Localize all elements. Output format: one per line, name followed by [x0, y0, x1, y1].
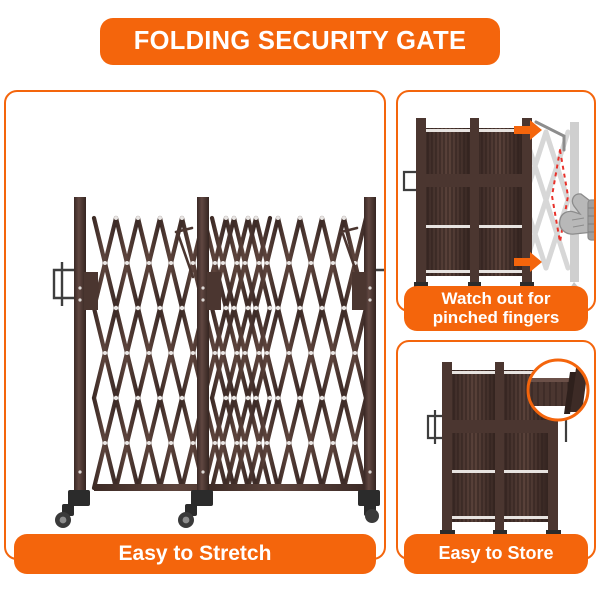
caster-wheel — [55, 490, 90, 528]
caption-easy-to-store: Easy to Store — [404, 534, 588, 574]
extended-gate-illustration — [6, 92, 384, 558]
caption-text: Easy to Stretch — [118, 541, 272, 565]
caster-wheel — [358, 490, 380, 523]
caster-wheels — [55, 490, 380, 528]
storage-panel — [396, 340, 596, 560]
slat-bundle — [450, 370, 498, 522]
detail-zoom-callout — [526, 358, 590, 422]
pinch-warning-illustration — [398, 92, 594, 310]
pinch-warning-panel — [396, 90, 596, 312]
main-gate-panel — [4, 90, 386, 560]
caption-easy-to-stretch: Easy to Stretch — [14, 534, 376, 574]
caption-line-2: pinched fingers — [432, 307, 560, 327]
caption-pinch-warning: Watch out for pinched fingers — [404, 286, 588, 331]
bottom-rail — [94, 484, 370, 491]
page-title: FOLDING SECURITY GATE — [133, 26, 467, 55]
gate-posts — [74, 197, 376, 493]
pull-rod — [534, 120, 566, 152]
gloved-hand — [559, 193, 594, 241]
latch-handle-right — [376, 268, 384, 272]
page-title-banner: FOLDING SECURITY GATE — [100, 18, 500, 65]
folded-gate — [402, 118, 534, 301]
collapsed-gate-illustration — [398, 342, 594, 558]
pinch-hazard-marker — [551, 149, 569, 243]
caption-line-1: Watch out for — [441, 289, 551, 309]
slat-bundle — [478, 128, 522, 276]
latch-handle-left — [52, 262, 74, 306]
latch-handle — [426, 410, 442, 444]
expand-arrow-top — [514, 120, 542, 140]
slat-bundle — [424, 128, 472, 276]
brace-rods — [174, 226, 360, 279]
caption-text-block: Watch out for pinched fingers — [432, 289, 560, 327]
caption-text: Easy to Store — [438, 543, 554, 564]
caster-wheel — [178, 490, 213, 528]
expand-arrow-bottom — [514, 252, 542, 272]
latch-handle — [402, 170, 416, 192]
